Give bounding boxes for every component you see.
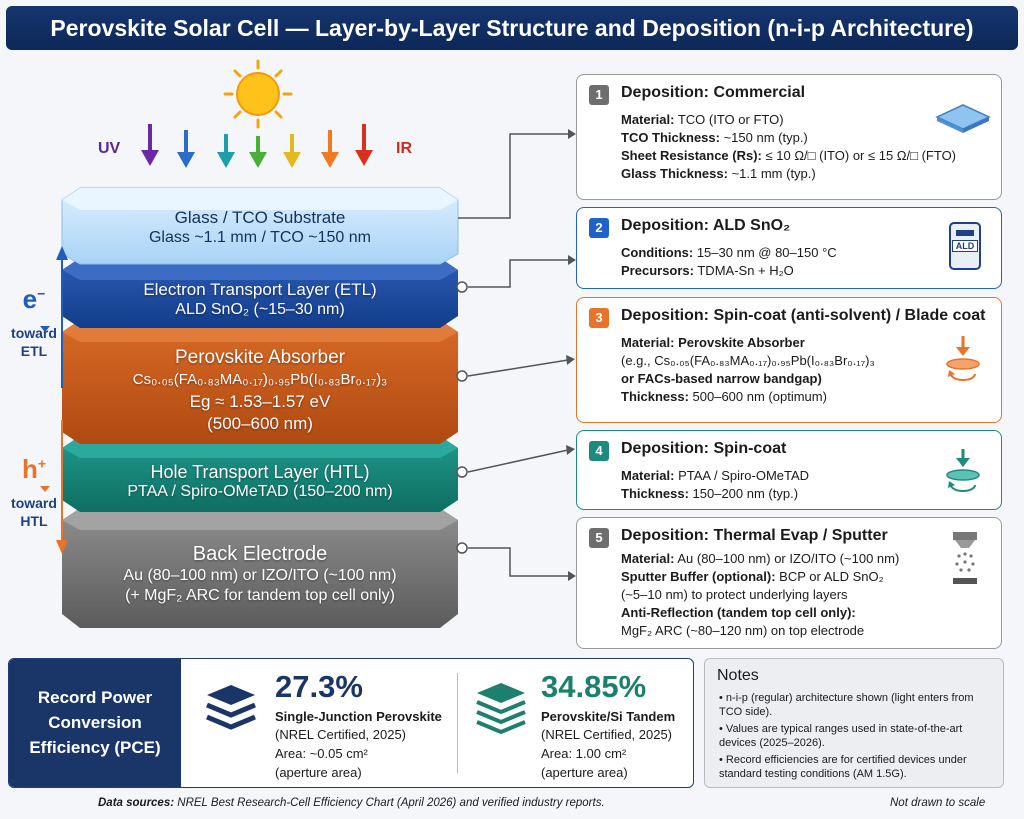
step-3-line-2: (e.g., Cs₀.₀₅(FA₀.₈₃MA₀.₁₇)₀.₉₅Pb(I₀.₈₃B… <box>621 353 875 368</box>
notes-panel: Notes • n-i-p (regular) architecture sho… <box>704 658 1004 788</box>
pce-divider <box>457 673 458 773</box>
step-4-line-1: Material: PTAA / Spiro-OMeTAD <box>621 468 810 483</box>
step-5-line-5: MgF₂ ARC (~80–120 nm) on top electrode <box>621 623 865 638</box>
layer-htl-name: Hole Transport Layer (HTL) <box>150 462 370 482</box>
step-1-line-4: Glass Thickness: ~1.1 mm (typ.) <box>621 166 816 181</box>
notes-title: Notes <box>717 667 759 684</box>
step-2-line-1: Conditions: 15–30 nm @ 80–150 °C <box>621 245 837 260</box>
step-number-3: 3 <box>589 308 609 328</box>
layer-back-electrode: Back Electrode Au (80–100 nm) or IZO/ITO… <box>80 542 440 606</box>
layer-glass-detail: Glass ~1.1 mm / TCO ~150 nm <box>148 229 371 246</box>
step-title-1: Deposition: Commercial <box>621 84 806 101</box>
ir-label: IR <box>396 140 412 157</box>
pce-tandem-details: (NREL Certified, 2025) Area: 1.00 cm² (a… <box>541 727 673 780</box>
carrier-arrows <box>40 246 68 554</box>
layer-perovskite: Perovskite Absorber Cs₀.₀₅(FA₀.₈₃MA₀.₁₇)… <box>80 346 440 434</box>
title-banner: Perovskite Solar Cell — Layer-by-Layer S… <box>6 6 1018 50</box>
page-title: Perovskite Solar Cell — Layer-by-Layer S… <box>50 15 974 41</box>
step-title-2: Deposition: ALD SnO₂ <box>621 217 791 234</box>
stack-layers-icon <box>206 685 256 730</box>
step-1-line-1: Material: TCO (ITO or FTO) <box>621 112 784 127</box>
step-5-line-2: Sputter Buffer (optional): BCP or ALD Sn… <box>621 569 884 584</box>
step-3-line-4: Thickness: 500–600 nm (optimum) <box>621 389 827 404</box>
layer-back-electrode-block <box>62 508 458 628</box>
pce-panel: Record Power Conversion Efficiency (PCE)… <box>8 658 694 788</box>
note-item: • Values are typical ranges used in stat… <box>719 723 963 749</box>
ald-reactor-icon: ALD <box>949 222 981 270</box>
step-card-4: 4 Deposition: Spin-coat Material: PTAA /… <box>576 430 1002 510</box>
note-item: • n-i-p (regular) architecture shown (li… <box>719 692 974 718</box>
step-1-line-3: Sheet Resistance (Rs): ≤ 10 Ω/□ (ITO) or… <box>621 148 957 163</box>
uv-label: UV <box>98 140 121 157</box>
sun-icon <box>223 59 293 129</box>
pce-single-details: (NREL Certified, 2025) Area: ~0.05 cm² (… <box>275 727 407 780</box>
layer-etl-name: Electron Transport Layer (ETL) <box>143 280 377 299</box>
step-title-4: Deposition: Spin-coat <box>621 440 787 457</box>
layer-back-detail2: (+ MgF₂ ARC for tandem top cell only) <box>125 587 395 604</box>
pce-tandem-value: 34.85% <box>541 669 647 704</box>
layer-back-detail: Au (80–100 nm) or IZO/ITO (~100 nm) <box>123 567 397 584</box>
step-1-line-2: TCO Thickness: ~150 nm (typ.) <box>621 130 808 145</box>
pce-label: Record Power Conversion Efficiency (PCE) <box>29 688 161 757</box>
layer-htl: Hole Transport Layer (HTL) PTAA / Spiro-… <box>80 462 440 502</box>
layer-htl-detail: PTAA / Spiro-OMeTAD (150–200 nm) <box>127 483 393 500</box>
layer-etl-detail: ALD SnO₂ (~15–30 nm) <box>175 301 345 318</box>
hole-symbol: h+ <box>21 454 47 484</box>
layer-glass-name: Glass / TCO Substrate <box>174 208 346 227</box>
spin-coat-icon <box>946 336 980 381</box>
step-card-2: 2 Deposition: ALD SnO₂ Conditions: 15–30… <box>576 207 1002 289</box>
pce-tandem-name: Perovskite/Si Tandem <box>541 709 676 724</box>
hole-arrow-icon <box>40 420 68 554</box>
step-number-1: 1 <box>589 85 609 105</box>
layer-perovskite-bandgap: Eg ≈ 1.53–1.57 eV <box>189 392 331 411</box>
layer-glass: Glass / TCO Substrate Glass ~1.1 mm / TC… <box>80 208 440 248</box>
sputter-icon <box>953 532 977 584</box>
step-5-line-3: (~5–10 nm) to protect underlying layers <box>621 587 848 602</box>
layer-etl: Electron Transport Layer (ETL) ALD SnO₂ … <box>80 280 440 320</box>
layer-back-name: Back Electrode <box>192 543 328 565</box>
connector-lines <box>458 129 576 581</box>
pce-single-value: 27.3% <box>275 669 363 704</box>
step-card-5: 5 Deposition: Thermal Evap / Sputter Mat… <box>576 517 1002 649</box>
layer-stack <box>61 187 468 628</box>
data-sources: Data sources: NREL Best Research-Cell Ef… <box>98 797 605 809</box>
step-2-line-2: Precursors: TDMA-Sn + H₂O <box>621 263 794 278</box>
step-title-5: Deposition: Thermal Evap / Sputter <box>621 527 888 544</box>
ald-icon-label: ALD <box>952 240 978 252</box>
scale-note: Not drawn to scale <box>890 797 986 809</box>
tandem-stack-icon <box>476 683 526 735</box>
layer-glass-block <box>61 187 459 265</box>
pce-single-name: Single-Junction Perovskite <box>275 709 442 724</box>
sunlight-illustration <box>141 59 373 168</box>
layer-perovskite-thickness: (500–600 nm) <box>207 414 313 433</box>
step-number-2: 2 <box>589 218 609 238</box>
step-5-line-1: Material: Au (80–100 nm) or IZO/ITO (~10… <box>621 551 900 566</box>
light-arrows <box>141 124 373 168</box>
layer-perovskite-name: Perovskite Absorber <box>174 347 346 368</box>
step-5-line-4: Anti-Reflection (tandem top cell only): <box>621 605 856 620</box>
step-number-5: 5 <box>589 528 609 548</box>
step-3-line-3: or FACs-based narrow bandgap) <box>621 371 822 386</box>
layer-perovskite-formula: Cs₀.₀₅(FA₀.₈₃MA₀.₁₇)₀.₉₅Pb(I₀.₈₃Br₀.₁₇)₃ <box>132 371 388 388</box>
step-card-3: 3 Deposition: Spin-coat (anti-solvent) /… <box>576 297 1002 423</box>
step-4-line-2: Thickness: 150–200 nm (typ.) <box>621 486 799 501</box>
spin-coat-icon <box>946 449 980 492</box>
pce-label-panel: Record Power Conversion Efficiency (PCE) <box>9 659 181 787</box>
step-number-4: 4 <box>589 441 609 461</box>
note-item: • Record efficiencies are for certified … <box>719 754 967 780</box>
step-card-1: 1 Deposition: Commercial Material: TCO (… <box>576 74 1002 200</box>
step-3-line-1: Material: Perovskite Absorber <box>621 335 805 350</box>
step-title-3: Deposition: Spin-coat (anti-solvent) / B… <box>621 307 986 324</box>
glass-substrate-icon <box>935 104 991 133</box>
electron-arrow-icon <box>40 246 68 388</box>
electron-symbol: e− <box>22 284 46 314</box>
